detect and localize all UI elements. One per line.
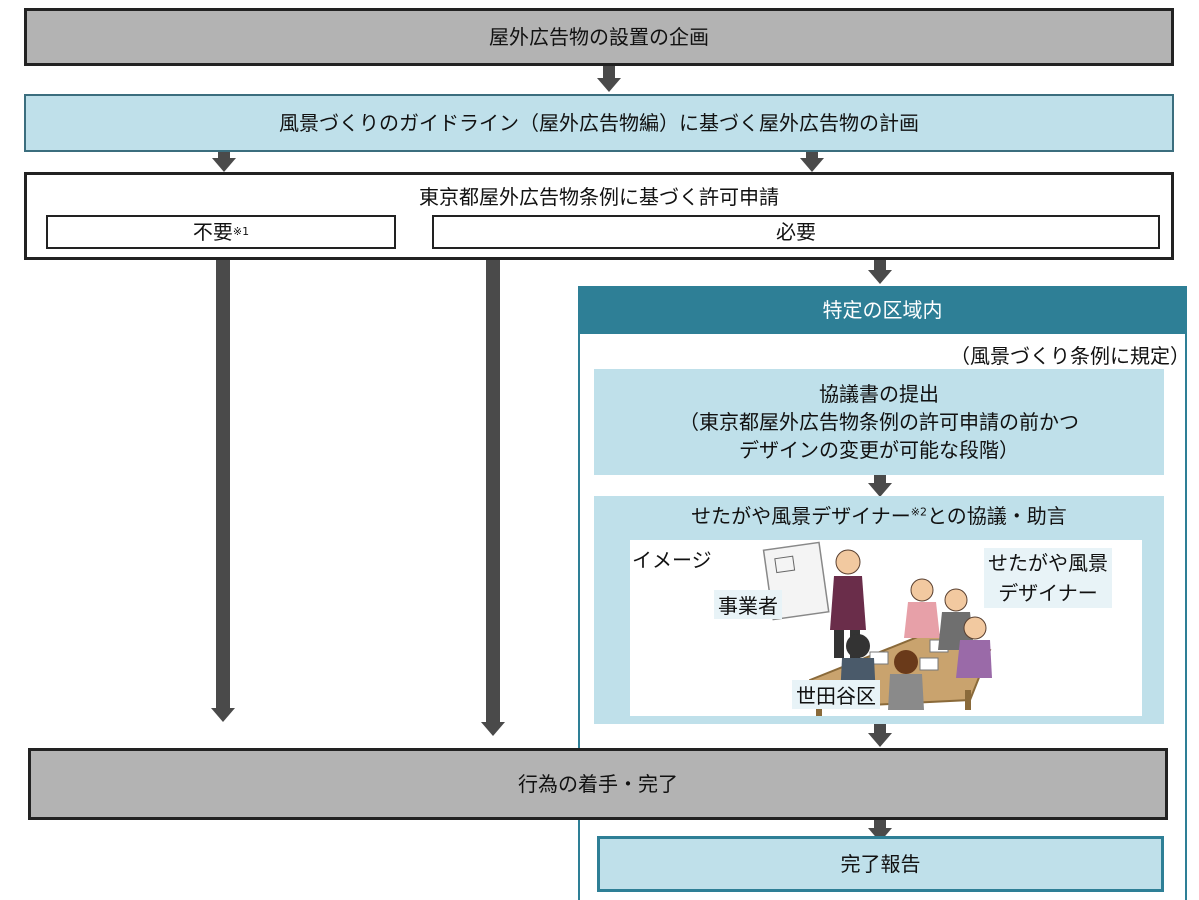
- designer-tag-line1: せたがや風景: [988, 551, 1108, 575]
- note-2: ※2: [910, 505, 927, 519]
- arrow-shaft: [806, 152, 818, 162]
- arrow-head: [211, 708, 235, 722]
- not-required-label: 不要: [192, 220, 233, 244]
- consultation-doc-line3: デザインの変更が可能な段階）: [739, 438, 1019, 462]
- arrow-shaft: [874, 260, 886, 272]
- arrow-head: [212, 158, 236, 172]
- arrow-head: [868, 270, 892, 284]
- permit-title: 東京都屋外広告物条例に基づく許可申請: [419, 185, 779, 209]
- action-box: 行為の着手・完了: [28, 748, 1168, 820]
- ward-tag: 世田谷区: [792, 680, 880, 709]
- arrow-head: [800, 158, 824, 172]
- arrow-shaft: [603, 66, 615, 80]
- planning-box: 屋外広告物の設置の企画: [24, 8, 1174, 66]
- guideline-box: 風景づくりのガイドライン（屋外広告物編）に基づく屋外広告物の計画: [24, 94, 1174, 152]
- arrow-shaft: [218, 152, 230, 162]
- image-label: イメージ: [632, 548, 712, 572]
- arrow-shaft: [874, 475, 886, 485]
- arrow-head: [868, 483, 892, 497]
- note-1: ※1: [232, 225, 250, 239]
- report-box: 完了報告: [597, 836, 1164, 892]
- not-required-box: 不要※1: [46, 215, 396, 249]
- regulation-note: （風景づくり条例に規定）: [950, 344, 1190, 368]
- required-box: 必要: [432, 215, 1160, 249]
- special-area-title: 特定の区域内: [822, 298, 943, 322]
- designer-consultation-title: せたがや風景デザイナー※2との協議・助言: [691, 504, 1067, 528]
- arrow-head: [481, 722, 505, 736]
- action-label: 行為の着手・完了: [518, 772, 678, 796]
- special-area-header: 特定の区域内: [578, 286, 1187, 334]
- arrow-shaft: [486, 260, 500, 726]
- planning-label: 屋外広告物の設置の企画: [489, 25, 709, 49]
- business-tag: 事業者: [714, 590, 782, 619]
- arrow-head: [597, 78, 621, 92]
- consultation-doc-line1: 協議書の提出: [819, 382, 939, 406]
- designer-tag: せたがや風景 デザイナー: [984, 548, 1112, 608]
- designer-tag-line2: デザイナー: [998, 581, 1098, 605]
- report-label: 完了報告: [840, 852, 921, 876]
- arrow-shaft: [216, 260, 230, 712]
- required-label: 必要: [776, 220, 816, 244]
- arrow-shaft: [874, 820, 886, 830]
- arrow-head: [868, 733, 892, 747]
- guideline-label: 風景づくりのガイドライン（屋外広告物編）に基づく屋外広告物の計画: [279, 111, 919, 135]
- consultation-doc-box: 協議書の提出 （東京都屋外広告物条例の許可申請の前かつ デザインの変更が可能な段…: [594, 369, 1164, 475]
- consultation-doc-line2: （東京都屋外広告物条例の許可申請の前かつ: [679, 410, 1079, 434]
- meeting-illustration: イメージ せたがや風景 デザイナー 事業者 世田谷区: [630, 540, 1142, 716]
- special-area-frame: [578, 286, 1187, 900]
